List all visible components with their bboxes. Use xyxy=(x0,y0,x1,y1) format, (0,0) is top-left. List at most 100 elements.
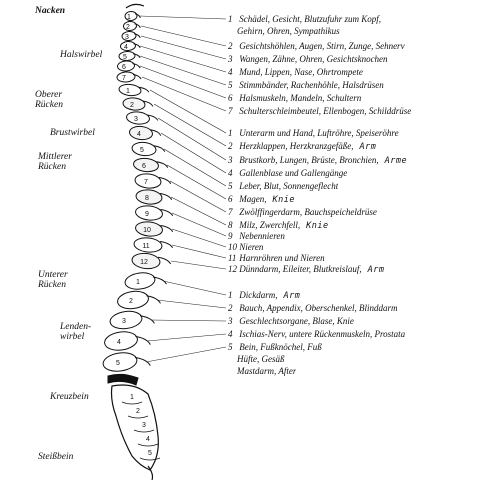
lumbar-vertebra-2 xyxy=(117,290,149,310)
entry-text: Herzklappen, Herzkranzgefäße, xyxy=(239,141,354,151)
region-label-steissbein: Steißbein xyxy=(38,452,74,462)
thoracic-entry-3: 3 Brustkorb, Lungen, Brüste, Bronchien,A… xyxy=(228,155,407,166)
lumbar-vertebra-5-label: 5 xyxy=(116,360,120,367)
thoracic-vertebra-1-label: 1 xyxy=(126,88,130,95)
leader-line-13 xyxy=(166,164,227,200)
cervical-vertebra-3 xyxy=(121,30,137,42)
region-label-unterer-ruecken: Unterer Rücken xyxy=(38,270,68,290)
entry-text: Gallenblase und Gallengänge xyxy=(239,168,348,178)
entry-text: Wangen, Zähne, Ohren, Gesichtsknochen xyxy=(239,54,388,64)
leader-line-21 xyxy=(156,299,227,309)
thoracic-vertebra-7 xyxy=(134,173,162,189)
region-label-kreuzbein: Kreuzbein xyxy=(50,392,89,402)
leader-line-22 xyxy=(150,319,227,322)
region-label-nacken: Nacken xyxy=(35,6,66,16)
thoracic-vertebra-11-label: 11 xyxy=(142,243,149,250)
cervical-vertebra-5 xyxy=(118,50,136,62)
entry-text: Mastdarm, After xyxy=(237,366,297,376)
entry-number: 1 xyxy=(228,14,233,24)
thoracic-vertebra-7-label: 7 xyxy=(144,179,148,186)
sacral-label-3: 3 xyxy=(142,422,146,429)
leader-line-5 xyxy=(139,55,227,86)
cervical-entry-2: 2 Gesichtshöhlen, Augen, Stirn, Zunge, S… xyxy=(228,41,405,51)
entry-number: 4 xyxy=(228,329,233,339)
leader-line-10 xyxy=(157,117,227,161)
sacral-ridge-3 xyxy=(133,429,155,433)
entry-number: 3 xyxy=(228,316,233,326)
lumbar-entry-3: 3 Geschlechtsorgane, Blase, Knie xyxy=(228,316,354,326)
handwritten-note: Knie xyxy=(272,195,295,205)
thoracic-vertebra-12 xyxy=(131,252,161,270)
cervical-vertebra-6-process xyxy=(132,63,141,69)
lumbar-entry-5: 5 Bein, Fußknöchel, Fuß xyxy=(228,342,322,352)
leader-line-18 xyxy=(171,244,227,259)
coccyx xyxy=(147,465,154,480)
thoracic-vertebra-10-label: 10 xyxy=(143,227,151,234)
entry-number: 9 xyxy=(228,231,233,241)
handwritten-note: Arm xyxy=(359,142,377,152)
leader-line-2 xyxy=(140,25,227,47)
leader-line-15 xyxy=(170,196,227,226)
entry-number: 2 xyxy=(228,41,233,51)
entry-text: Gesichtshöhlen, Augen, Stirn, Zunge, Seh… xyxy=(239,41,405,51)
cervical-entry-7: 7 Schulterschleimbeutel, Ellenbogen, Sch… xyxy=(228,106,411,116)
thoracic-vertebra-6-process xyxy=(156,161,169,168)
thoracic-vertebra-1-process xyxy=(138,86,150,93)
cervical-entry-1: 1 Schädel, Gesicht, Blutzufuhr zum Kopf, xyxy=(228,14,381,24)
cervical-vertebra-3-process xyxy=(133,33,141,39)
entry-number: 1 xyxy=(228,290,233,300)
lumbar-vertebra-5 xyxy=(102,352,138,372)
sacral-label-5: 5 xyxy=(148,450,152,457)
leader-line-12 xyxy=(163,148,227,187)
leader-line-6 xyxy=(139,65,227,99)
thoracic-vertebra-2-process xyxy=(142,100,154,107)
thoracic-vertebra-5 xyxy=(131,141,157,157)
entry-number: 7 xyxy=(228,207,233,217)
cervical-vertebra-2-label: 2 xyxy=(126,24,130,31)
cervical-entry-3: 3 Wangen, Zähne, Ohren, Gesichtsknochen xyxy=(228,54,388,64)
leader-line-17 xyxy=(171,228,227,248)
thoracic-vertebra-3-label: 3 xyxy=(134,116,138,123)
entry-number: 2 xyxy=(228,141,233,151)
entry-number: 10 xyxy=(228,242,237,252)
entry-number: 5 xyxy=(228,80,233,90)
lumbar-vertebra-2-label: 2 xyxy=(129,298,133,305)
thoracic-entry-4: 4 Gallenblase und Gallengänge xyxy=(228,168,347,178)
entry-text: Geschlechtsorgane, Blase, Knie xyxy=(239,316,354,326)
thoracic-vertebra-9 xyxy=(135,205,163,221)
thoracic-vertebra-5-label: 5 xyxy=(140,147,144,154)
lumbar-vertebra-4-label: 4 xyxy=(117,339,121,346)
entry-number: 6 xyxy=(228,93,233,103)
thoracic-vertebra-4-process xyxy=(150,129,162,136)
leader-line-23 xyxy=(146,333,227,342)
sacral-label-4: 4 xyxy=(146,436,150,443)
thoracic-vertebra-9-process xyxy=(160,209,174,217)
entry-number: 3 xyxy=(228,155,233,165)
cervical-vertebra-5-label: 5 xyxy=(123,54,127,61)
lumbar-vertebra-2-process xyxy=(146,295,161,304)
entry-text: Stimmbänder, Rachenhöhle, Halsdrüsen xyxy=(239,80,384,90)
thoracic-entry-1: 1 Unterarm und Hand, Luftröhre, Speiserö… xyxy=(228,128,399,138)
entry-number: 4 xyxy=(228,168,233,178)
lumbar-vertebra-1-process xyxy=(152,276,167,285)
entry-text: Ischias-Nerv, untere Rückenmuskeln, Pros… xyxy=(239,329,406,339)
leader-line-19 xyxy=(170,260,227,270)
sacral-ridge-5 xyxy=(139,457,161,461)
thoracic-entry-11: 11 Harnröhren und Nieren xyxy=(228,253,325,263)
thoracic-vertebra-6-label: 6 xyxy=(142,163,146,170)
entry-text: Zwölffingerdarm, Bauchspeicheldrüse xyxy=(239,207,377,217)
lumbar-entry-cont-5: Hüfte, Gesäß xyxy=(228,354,285,364)
sacral-ridge-1 xyxy=(121,401,143,405)
lumbar-vertebra-3 xyxy=(109,310,143,330)
thoracic-vertebra-10-process xyxy=(160,225,174,233)
entry-text: Bein, Fußknöchel, Fuß xyxy=(239,342,322,352)
thoracic-vertebra-8-process xyxy=(159,193,173,201)
sacral-ridge-2 xyxy=(127,415,149,419)
skull-base-outline xyxy=(125,3,145,9)
entry-number: 2 xyxy=(228,303,233,313)
leader-line-8 xyxy=(149,89,227,134)
entry-text: Schulterschleimbeutel, Ellenbogen, Schil… xyxy=(239,106,412,116)
lumbar-vertebra-5-process xyxy=(134,357,151,366)
cervical-vertebra-6-label: 6 xyxy=(122,64,126,71)
